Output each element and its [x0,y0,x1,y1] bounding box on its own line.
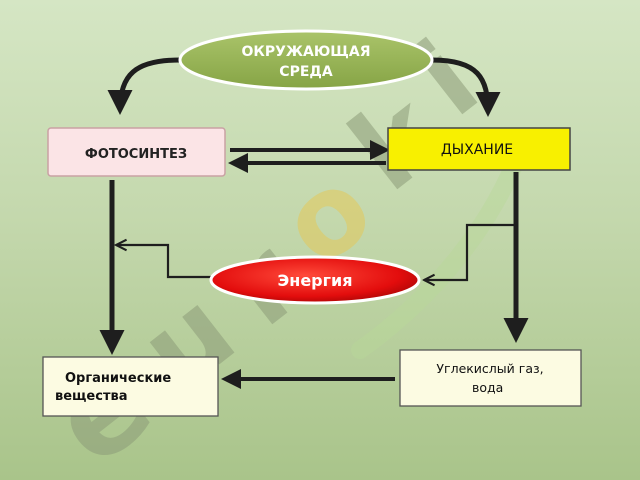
co2-label-line2: вода [472,380,503,395]
energy-label: Энергия [278,271,353,290]
arrow-respiration-to-energy [424,223,516,280]
co2-box [399,349,582,407]
photosynthesis-label: ФОТОСИНТЕЗ [85,147,187,162]
co2-label-line1: Углекислый газ, [436,361,543,376]
respiration-label: ДЫХАНИЕ [441,142,513,158]
organic-label-line2: вещества [55,389,127,404]
energy-ellipse [209,255,421,305]
node-photosynthesis: ФОТОСИНТЕЗ [47,127,226,177]
arrow-energy-to-photosynthesis [116,245,215,279]
environment-label-line1: ОКРУЖАЮЩАЯ [242,44,371,60]
environment-label-line2: СРЕДА [279,64,333,80]
arrow-environment-to-photosynthesis [107,57,181,115]
environment-ellipse [178,29,434,91]
node-organic: Органические вещества [42,356,219,417]
node-respiration: ДЫХАНИЕ [387,127,571,171]
respiration-box [387,127,571,171]
node-energy: Энергия [209,255,421,305]
organic-label-line1: Органические [65,371,171,386]
organic-box [42,356,219,417]
node-co2-water: Углекислый газ, вода [399,349,582,407]
watermark-swoosh [351,141,529,359]
photosynthesis-box [47,127,226,177]
arrow-environment-to-respiration [431,57,501,117]
arrows [99,57,529,389]
node-environment: ОКРУЖАЮЩАЯ СРЕДА [178,29,434,91]
